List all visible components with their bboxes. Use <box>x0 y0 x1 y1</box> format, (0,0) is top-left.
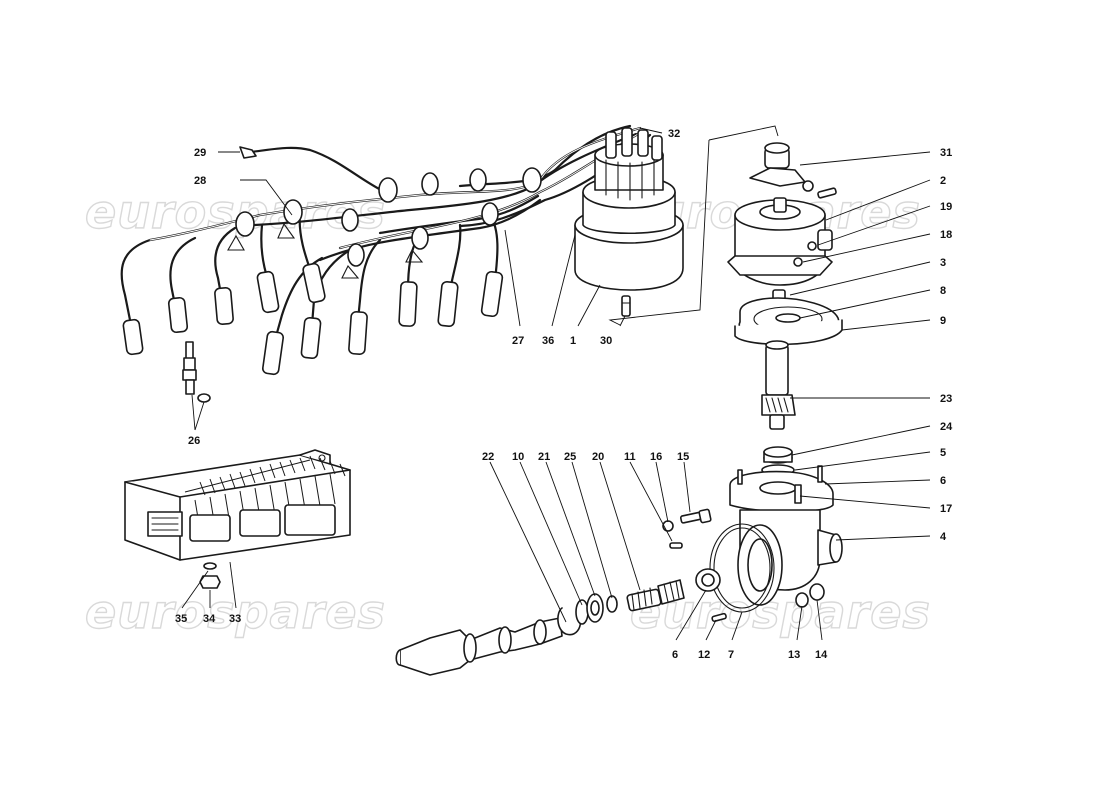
drive-shaft <box>761 340 796 430</box>
screw <box>807 241 817 251</box>
callout-20: 20 <box>592 451 604 463</box>
distributor-body <box>727 197 833 286</box>
coil-lead-terminal <box>239 146 257 159</box>
callout-21: 21 <box>538 451 550 463</box>
callout-labels: 1 2 3 4 5 6 6 7 8 9 10 11 12 13 14 15 16… <box>175 128 953 661</box>
callout-15: 15 <box>677 451 689 463</box>
bolt <box>679 508 712 524</box>
spark-plug-boot <box>122 262 504 376</box>
callout-12: 12 <box>698 649 710 661</box>
harness-clip <box>227 167 542 279</box>
callout-29: 29 <box>194 147 206 159</box>
callout-19: 19 <box>940 201 952 213</box>
callout-23: 23 <box>940 393 952 405</box>
callout-34: 34 <box>203 613 216 625</box>
washer <box>203 562 217 570</box>
callout-7: 7 <box>728 649 734 661</box>
callout-16: 16 <box>650 451 662 463</box>
washer <box>795 592 809 608</box>
washer <box>606 595 618 613</box>
distributor-drive-gear <box>626 579 685 612</box>
oil-seal <box>695 568 721 592</box>
callout-17: 17 <box>940 503 952 515</box>
watermark-text: eurospares <box>85 585 386 639</box>
callout-1: 1 <box>570 335 576 347</box>
callout-28: 28 <box>194 175 206 187</box>
callout-10: 10 <box>512 451 524 463</box>
callout-9: 9 <box>940 315 946 327</box>
nut <box>809 583 825 601</box>
ignition-control-unit <box>124 449 351 561</box>
callout-24: 24 <box>940 421 953 433</box>
callout-25: 25 <box>564 451 576 463</box>
bushing <box>763 446 793 464</box>
callout-14: 14 <box>815 649 828 661</box>
spark-plug <box>182 341 211 403</box>
callout-35: 35 <box>175 613 187 625</box>
callout-6: 6 <box>940 475 946 487</box>
screw <box>793 257 803 267</box>
callout-8: 8 <box>940 285 946 297</box>
pin <box>711 612 727 623</box>
callout-11: 11 <box>624 451 636 463</box>
leader-lines <box>181 127 931 641</box>
distributor-drive-housing <box>729 465 843 606</box>
callout-18: 18 <box>940 229 952 241</box>
callout-2: 2 <box>940 175 946 187</box>
callout-26: 26 <box>188 435 200 447</box>
mounting-flange-gasket <box>734 297 843 346</box>
screw <box>802 180 837 199</box>
dowel <box>669 542 683 549</box>
callout-5: 5 <box>940 447 946 459</box>
callout-27: 27 <box>512 335 524 347</box>
callout-4: 4 <box>940 531 947 543</box>
gasket-ring <box>713 527 771 609</box>
small-terminal-part <box>621 295 631 317</box>
rotor-arm <box>749 142 806 187</box>
callout-32: 32 <box>668 128 680 140</box>
callout-36: 36 <box>542 335 554 347</box>
watermark-text: eurospares <box>85 185 386 239</box>
heatsink-fins <box>184 455 346 531</box>
callout-31: 31 <box>940 147 952 159</box>
callout-6: 6 <box>672 649 678 661</box>
callout-22: 22 <box>482 451 494 463</box>
bearing <box>586 593 604 623</box>
washer <box>575 599 589 625</box>
circlip <box>557 607 582 636</box>
callout-13: 13 <box>788 649 800 661</box>
callout-3: 3 <box>940 257 946 269</box>
ignition-wire-harness <box>120 124 652 376</box>
callout-30: 30 <box>600 335 612 347</box>
distributor-cap-assembly <box>574 127 684 291</box>
callout-33: 33 <box>229 613 241 625</box>
camshaft <box>395 617 563 676</box>
